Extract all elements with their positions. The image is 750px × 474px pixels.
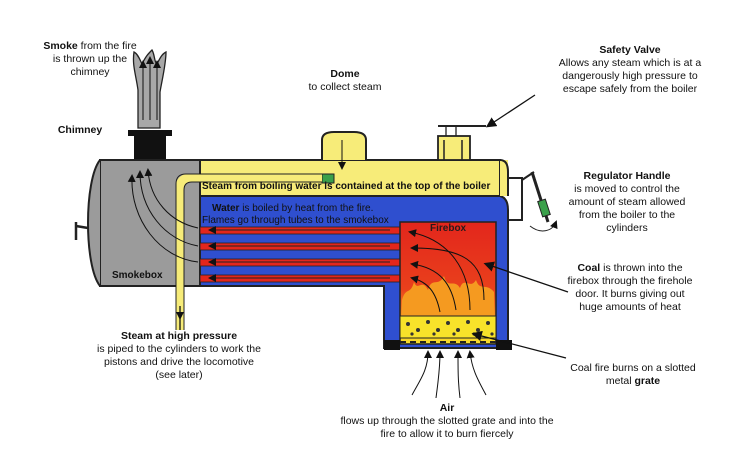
smokebox-arrows (127, 168, 199, 263)
flames (402, 276, 494, 316)
coal-label: Coal is thrown into the firebox through … (567, 262, 693, 313)
coal-bed (399, 315, 497, 339)
firebox-label: Firebox (430, 223, 467, 234)
pointer-lines (179, 94, 569, 359)
smokebox-door (87, 159, 101, 287)
smokebox-label: Smokebox (112, 270, 163, 281)
door-handle (74, 222, 89, 240)
regulator-handle (508, 177, 523, 221)
grate-label: Coal fire burns on a slotted metal grate (570, 362, 696, 387)
chimney-label: Chimney (57, 124, 103, 136)
steam-pipe (175, 173, 322, 330)
water-label: Water is boiled by heat from the fire. (212, 203, 374, 214)
flames-label: Flames go through tubes to the smokebox (202, 215, 389, 226)
steam-top-label: Steam from boiling water is contained at… (202, 181, 491, 192)
firebox-arrows (408, 229, 485, 313)
air-arrows (411, 350, 487, 399)
smoke-arrows (139, 56, 161, 120)
safety-valve (437, 135, 471, 161)
smoke-label: Smoke from the fire is thrown up the chi… (43, 40, 137, 78)
chimney (128, 130, 172, 160)
boiler-steam-back (500, 160, 508, 196)
dome (321, 131, 367, 160)
coal-pieces (406, 320, 494, 336)
tube-flow-arrows (208, 226, 390, 282)
